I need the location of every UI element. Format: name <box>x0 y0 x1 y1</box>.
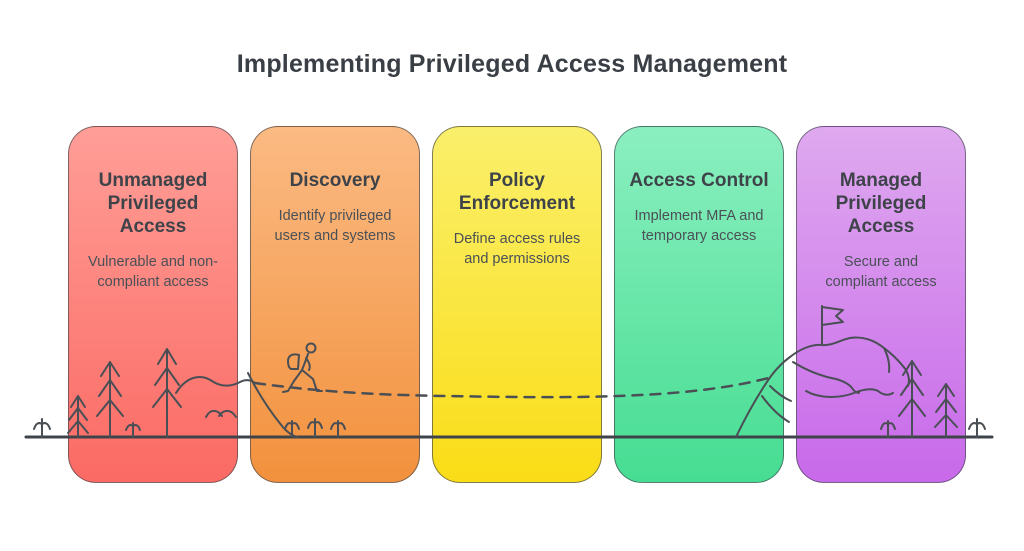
card-policy-enforcement: Policy Enforcement Define access rules a… <box>432 126 602 483</box>
card-unmanaged-privileged-access: Unmanaged Privileged Access Vulnerable a… <box>68 126 238 483</box>
card-discovery: Discovery Identify privileged users and … <box>250 126 420 483</box>
card-description: Define access rules and permissions <box>453 231 581 267</box>
card-description: Implement MFA and temporary access <box>634 208 764 244</box>
card-access-control: Access Control Implement MFA and tempora… <box>614 126 784 483</box>
card-description: Vulnerable and non-compliant access <box>87 254 219 290</box>
card-heading: Policy Enforcement <box>458 170 576 214</box>
card-heading: Managed Privileged Access <box>835 170 927 237</box>
card-description: Identify privileged users and systems <box>274 208 396 244</box>
stage-cards: Unmanaged Privileged Access Vulnerable a… <box>68 126 966 483</box>
card-heading: Unmanaged Privileged Access <box>98 170 208 237</box>
card-description: Secure and compliant access <box>825 254 937 290</box>
page-title: Implementing Privileged Access Managemen… <box>236 50 788 78</box>
card-heading: Discovery <box>289 170 381 191</box>
card-managed-privileged-access: Managed Privileged Access Secure and com… <box>796 126 966 483</box>
card-heading: Access Control <box>629 170 769 191</box>
